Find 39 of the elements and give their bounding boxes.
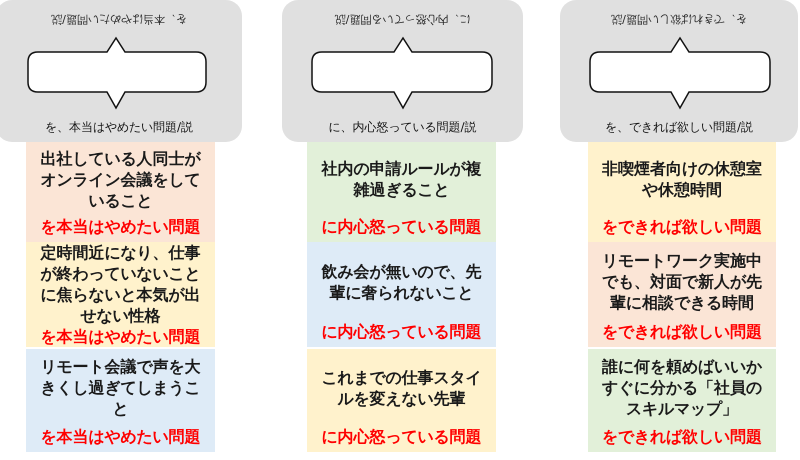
topic-suffix: を本当はやめたい問題 (40, 216, 202, 238)
topic-box (307, 142, 496, 242)
topic-box (26, 349, 215, 452)
topic-text: リモートワーク実施中でも、対面で新人が先輩に相談できる時間 (601, 250, 763, 313)
topic-text: 非喫煙者向けの休憩室や休憩時間 (601, 158, 763, 200)
topic-suffix: に内心怒っている問題 (320, 321, 482, 343)
card-background (282, 0, 523, 142)
card-background (560, 0, 798, 142)
upside-down-text: に、内心怒っている問題/説 (334, 12, 472, 27)
speech-bubble (590, 38, 770, 108)
card-caption: に、内心怒っている問題/説 (327, 119, 478, 136)
topic-box (588, 242, 776, 347)
topic-text: 定時間近になり、仕事が終わっていないことに焦らないと本気が出せない性格 (39, 242, 202, 326)
card-caption: を、できれば欲しい問題/説 (604, 119, 754, 136)
topic-text: リモート会議で声を大きくし過ぎてしまうこと (40, 356, 202, 419)
topic-box (307, 242, 496, 347)
upside-down-text: を、本当はやめたい問題/説 (50, 12, 188, 27)
topic-box (26, 142, 215, 242)
topic-suffix: に内心怒っている問題 (320, 216, 482, 238)
upside-down-text: を、できれば欲しい問題/説 (610, 12, 748, 27)
topic-suffix: をできれば欲しい問題 (601, 426, 763, 448)
topic-suffix: を本当はやめたい問題 (40, 426, 202, 448)
topic-text: 誰に何を頼めばいいかすぐに分かる「社員のスキルマップ」 (600, 356, 763, 419)
topic-suffix: をできれば欲しい問題 (601, 321, 763, 343)
speech-bubble (312, 38, 492, 108)
topic-text: 出社している人同士がオンライン会議をしていること (40, 148, 202, 210)
topic-box (588, 142, 776, 242)
topic-box (307, 349, 496, 452)
topic-text: 飲み会が無いので、先輩に奢られないこと (320, 260, 482, 302)
speech-bubble (28, 38, 206, 108)
topic-suffix: に内心怒っている問題 (320, 426, 482, 448)
topic-text: 社内の申請ルールが複雑過ぎること (320, 158, 482, 200)
topic-suffix: を本当はやめたい問題 (40, 326, 202, 348)
topic-box (26, 242, 215, 347)
card-background (0, 0, 242, 142)
topic-suffix: をできれば欲しい問題 (601, 216, 763, 238)
topic-text: これまでの仕事スタイルを変えない先輩 (320, 366, 482, 408)
topic-box (588, 349, 776, 452)
card-caption: を、本当はやめたい問題/説 (44, 119, 194, 136)
